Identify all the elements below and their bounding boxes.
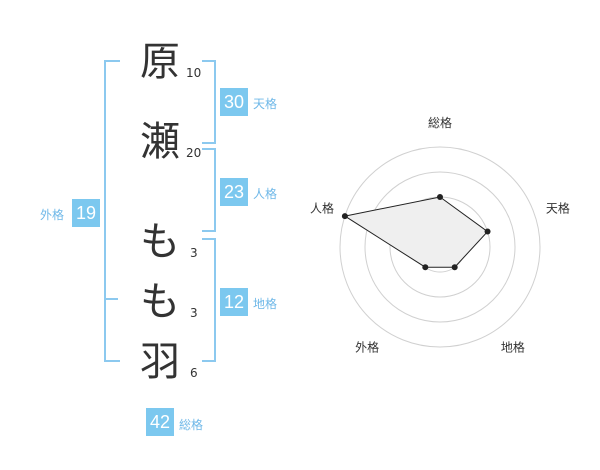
- radar-series-area: [343, 196, 489, 268]
- tenkaku-label: 天格: [253, 97, 278, 111]
- gaikaku-label: 外格: [40, 208, 65, 222]
- gaikaku-bracket-mid-tick: [104, 298, 118, 300]
- gaikaku-bracket: [104, 60, 120, 362]
- stroke-count-2: 20: [186, 146, 202, 160]
- radar-axis-label: 天格: [546, 201, 570, 216]
- stroke-count-1: 10: [186, 66, 202, 80]
- radar-axis-label: 人格: [310, 201, 334, 216]
- soukaku-badge: 42: [146, 408, 174, 436]
- name-char-5: 羽: [140, 339, 180, 385]
- radar-point: [422, 264, 429, 271]
- radar-ring: [364, 171, 516, 323]
- stroke-count-3: 3: [190, 246, 198, 260]
- chikaku-badge: 12: [220, 288, 248, 316]
- radar-axis-label: 総格: [428, 115, 452, 130]
- name-char-2: 瀬: [140, 119, 180, 165]
- jinkaku-bracket: [202, 148, 216, 232]
- jinkaku-badge: 23: [220, 178, 248, 206]
- name-char-4: も: [140, 279, 180, 325]
- radar-point: [341, 213, 348, 220]
- radar-point: [451, 264, 458, 271]
- stroke-count-4: 3: [190, 306, 198, 320]
- radar-point: [437, 194, 443, 200]
- chikaku-label: 地格: [253, 297, 278, 311]
- tenkaku-bracket: [202, 60, 216, 144]
- stroke-count-5: 6: [190, 366, 198, 380]
- soukaku-label: 総格: [179, 418, 204, 432]
- chikaku-bracket: [202, 238, 216, 362]
- name-char-3: も: [140, 219, 180, 265]
- gaikaku-badge: 19: [72, 199, 100, 227]
- tenkaku-badge: 30: [220, 88, 248, 116]
- jinkaku-label: 人格: [253, 187, 278, 201]
- radar-ring: [339, 146, 541, 348]
- radar-axis-label: 地格: [501, 339, 525, 354]
- radar-axis-label: 外格: [355, 339, 379, 354]
- name-char-1: 原: [140, 39, 180, 85]
- radar-point: [484, 228, 491, 235]
